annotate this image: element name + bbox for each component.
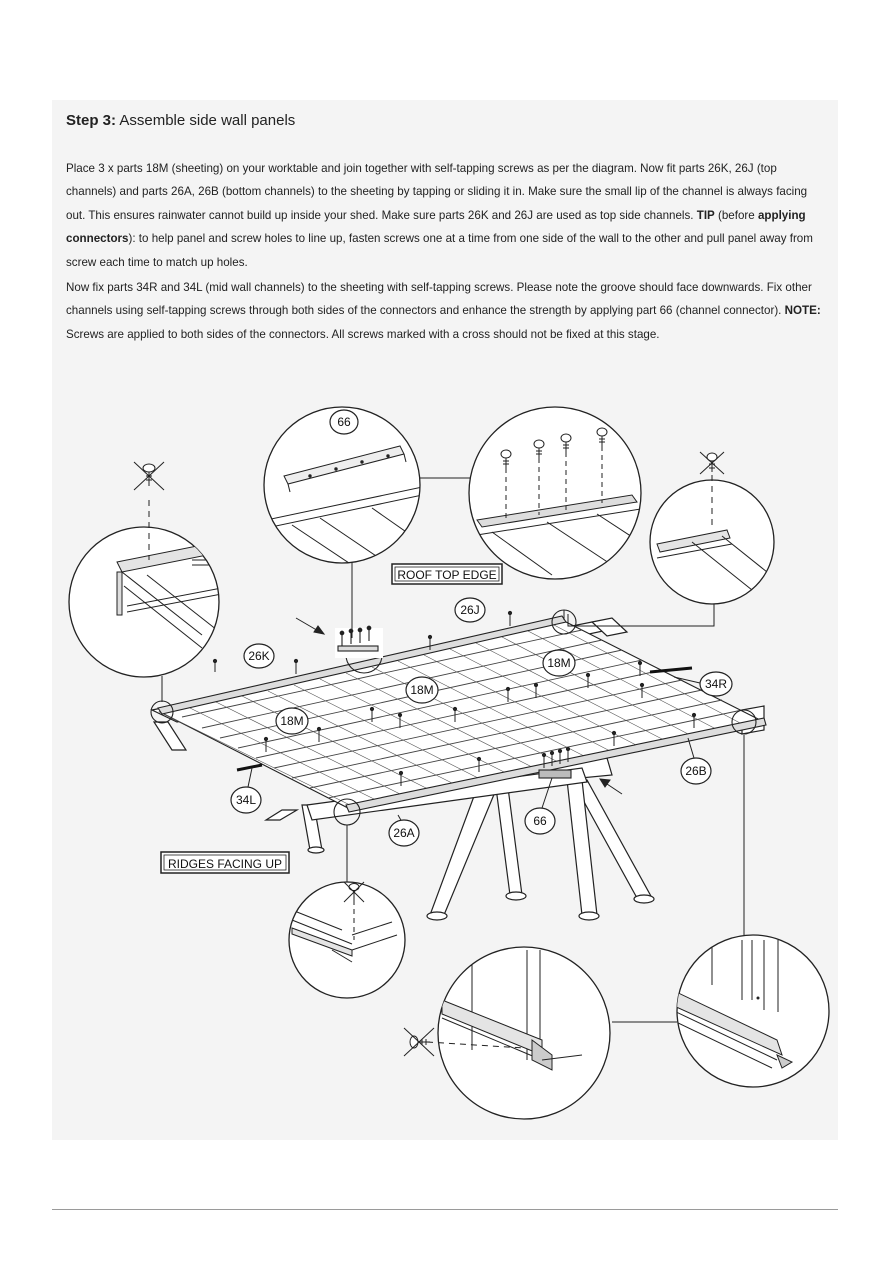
step-heading: Step 3: Assemble side wall panels: [66, 112, 295, 129]
svg-text:34L: 34L: [236, 793, 256, 807]
wall-panel: [157, 615, 767, 813]
svg-text:26J: 26J: [460, 603, 479, 617]
crossed-screw-icon: [133, 461, 165, 491]
svg-text:26A: 26A: [393, 826, 414, 840]
pointer-arrows: [295, 617, 623, 795]
crossed-screw-icon: [343, 881, 365, 903]
roof-top-edge-callout: ROOF TOP EDGE: [391, 563, 503, 585]
svg-text:18M: 18M: [547, 656, 570, 670]
step-number: Step 3:: [66, 112, 117, 129]
svg-text:18M: 18M: [410, 683, 433, 697]
instruction-paragraph-1: Place 3 x parts 18M (sheeting) on your w…: [66, 157, 826, 274]
tip-label: TIP: [696, 208, 715, 222]
label-34r: 34R: [673, 671, 733, 697]
svg-text:RIDGES FACING UP: RIDGES FACING UP: [168, 857, 282, 871]
detail-screws: [468, 406, 642, 580]
svg-text:26B: 26B: [685, 764, 706, 778]
instruction-paragraph-2: Now fix parts 34R and 34L (mid wall chan…: [66, 276, 826, 346]
detail-installed-channel: [676, 934, 830, 1088]
screw-icons: [500, 427, 608, 468]
label-26k: 26K: [243, 643, 275, 669]
label-66-bottom: 66: [524, 777, 556, 835]
assembly-diagram: 66 26J 26K 18M 18M 18M 34R: [68, 406, 830, 1120]
detail-right-channel: [649, 451, 775, 605]
screw-icon: [500, 449, 512, 468]
svg-text:66: 66: [337, 415, 351, 429]
label-66-top: 66: [329, 409, 359, 435]
detail-connector-66: [263, 406, 421, 564]
applying-connectors-label: applying connectors: [66, 208, 806, 246]
screw-icon: [533, 439, 545, 458]
label-18m-left: 18M: [275, 707, 309, 735]
leader-lines: [161, 477, 745, 1023]
svg-text:34R: 34R: [705, 677, 727, 691]
part-labels: 66 26J 26K 18M 18M 18M 34R: [230, 409, 733, 847]
instruction-text: Screws are applied to both sides of the …: [66, 327, 660, 341]
svg-text:18M: 18M: [280, 714, 303, 728]
svg-text:ROOF TOP EDGE: ROOF TOP EDGE: [397, 568, 496, 582]
instruction-text: (before: [714, 208, 758, 222]
crossed-screw-icon: [699, 451, 725, 475]
label-26a: 26A: [388, 814, 420, 847]
instruction-text: ): to help panel and screw holes to line…: [66, 232, 813, 269]
zoom-markers: [150, 609, 757, 826]
label-18m-right: 18M: [542, 649, 576, 677]
screw-icon: [560, 433, 572, 452]
instruction-text: Now fix parts 34R and 34L (mid wall chan…: [66, 281, 812, 318]
svg-text:26K: 26K: [248, 649, 269, 663]
zoom-marker: [731, 709, 757, 735]
instruction-text: Place 3 x parts 18M (sheeting) on your w…: [66, 162, 808, 222]
screw-icon: [596, 427, 608, 446]
label-18m-middle: 18M: [405, 676, 439, 704]
step-title: Assemble side wall panels: [119, 112, 296, 129]
panel-screws: [212, 610, 697, 786]
label-26j: 26J: [454, 597, 486, 623]
ridges-facing-up-callout: RIDGES FACING UP: [160, 851, 290, 874]
detail-bottom-channel: [288, 881, 406, 999]
crossed-screw-icon: [403, 1027, 435, 1057]
label-26b: 26B: [680, 737, 712, 785]
label-34l: 34L: [230, 767, 262, 814]
detail-channel-corner: [403, 946, 611, 1120]
svg-text:66: 66: [533, 814, 547, 828]
note-label: NOTE:: [784, 304, 821, 318]
footer-divider: [52, 1209, 838, 1210]
detail-left-channel: [68, 461, 220, 678]
